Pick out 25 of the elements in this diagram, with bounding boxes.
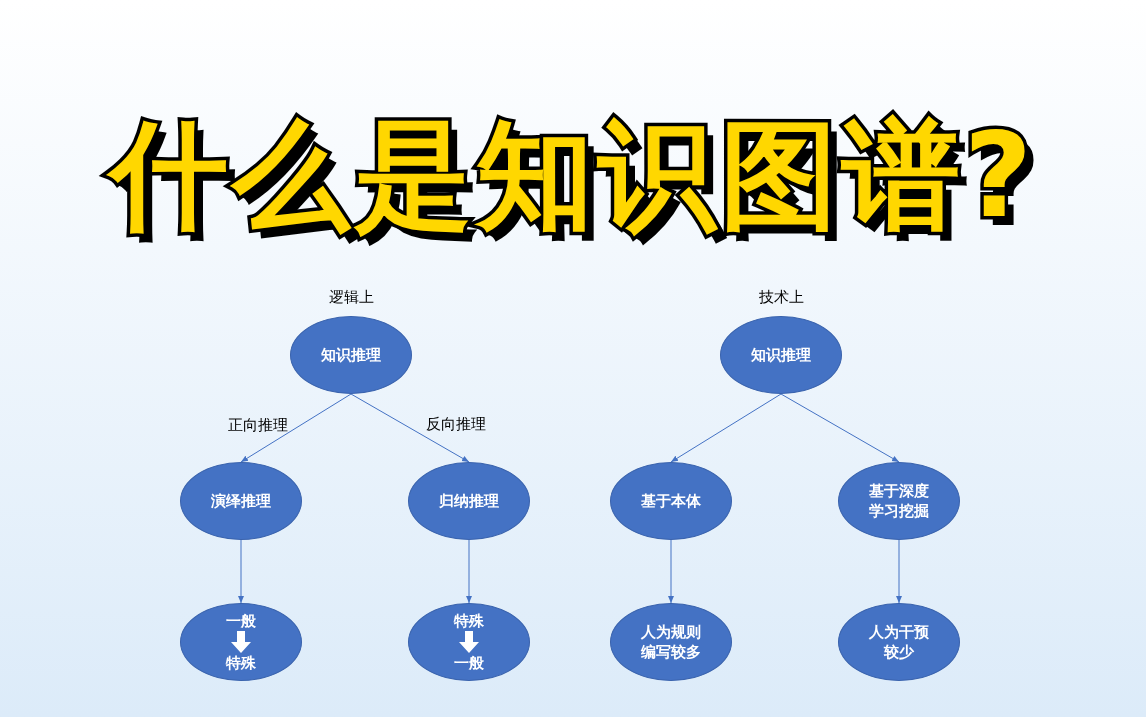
node-text: 归纳推理 [439, 491, 499, 511]
arrow [896, 539, 902, 604]
node-text: 人为干预较少 [868, 622, 930, 662]
arrow [350, 393, 470, 463]
arrow [238, 539, 244, 604]
node-text: 特殊 [454, 611, 484, 631]
node-text: 基于深度学习挖掘 [868, 481, 930, 521]
arrow [670, 393, 782, 463]
edge-label: 反向推理 [426, 415, 486, 433]
edge-label: 正向推理 [228, 416, 288, 434]
node-text: 演绎推理 [211, 491, 271, 511]
node-text: 一般 [454, 653, 484, 673]
node-text: 基于本体 [641, 491, 701, 511]
node-caption: 逻辑上 [328, 288, 374, 306]
arrow [466, 539, 472, 604]
node-text: 一般 [226, 611, 256, 631]
node-text: 知识推理 [751, 345, 811, 365]
node-text: 特殊 [226, 653, 256, 673]
node-text: 知识推理 [321, 345, 381, 365]
arrow [668, 539, 674, 604]
node-caption: 技术上 [758, 288, 804, 306]
arrow [780, 393, 900, 463]
arrow [240, 393, 352, 463]
node-text: 人为规则编写较多 [640, 622, 702, 662]
title: 什么是知识图谱? [0, 100, 1146, 250]
